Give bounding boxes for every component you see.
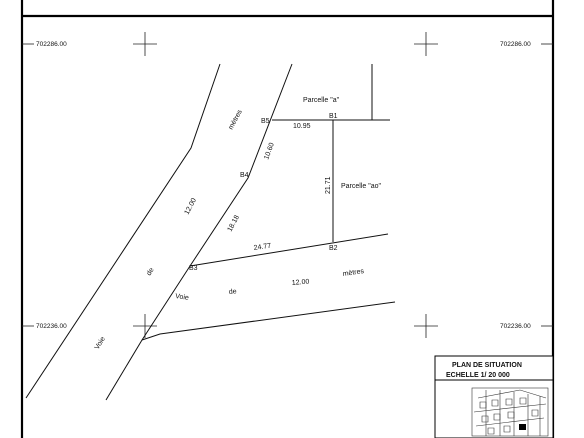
coord-label-south-left: 702236.00 — [36, 323, 67, 330]
road-bottom-unit: mètres — [342, 268, 365, 278]
road-diagonal-right-edge — [105, 63, 293, 401]
distance-b3-b4: 18.18 — [227, 214, 241, 233]
coord-label-south-right: 702236.00 — [500, 323, 531, 330]
road-diagonal-width: 12.00 — [184, 197, 198, 216]
situation-plan-inset: PLAN DE SITUATION ECHELLE 1/ 20 000 — [434, 355, 554, 438]
point-b5: B5 — [261, 118, 270, 125]
inset-title: PLAN DE SITUATION — [452, 362, 522, 369]
point-b4: B4 — [240, 172, 249, 179]
parcel-a-label: Parcelle "a" — [303, 97, 340, 104]
distance-b1-b2: 21.71 — [325, 176, 332, 194]
distance-b4-b5: 10.60 — [263, 142, 276, 161]
road-diagonal-left-edge — [25, 63, 221, 399]
grid-cross-top-left — [133, 32, 157, 56]
road-bottom-width: 12.00 — [292, 278, 310, 287]
inset-mini-map — [471, 387, 549, 437]
coord-label-north-left: 702286.00 — [36, 41, 67, 48]
point-b3: B3 — [189, 265, 198, 272]
road-bottom-de: de — [229, 288, 237, 296]
point-b2: B2 — [329, 245, 338, 252]
grid-cross-bottom-left — [133, 314, 157, 338]
inset-location-marker — [519, 424, 526, 430]
road-bottom-bottom-edge — [141, 301, 396, 341]
road-bottom-voie: Voie — [175, 293, 190, 302]
road-diagonal-unit: mètres — [228, 108, 244, 131]
coord-label-north-right: 702286.00 — [500, 41, 531, 48]
parcel-ao-label: Parcelle "ao" — [341, 183, 382, 190]
road-bottom-top-edge — [189, 233, 389, 267]
grid-cross-bottom-right — [414, 314, 438, 338]
distance-b2-b3: 24.77 — [253, 243, 271, 252]
inset-scale: ECHELLE 1/ 20 000 — [446, 372, 510, 379]
road-diagonal-voie: Voie — [94, 336, 107, 351]
grid-cross-top-right — [414, 32, 438, 56]
road-diagonal-de: de — [146, 267, 156, 277]
distance-b5-b1: 10.95 — [293, 123, 311, 130]
point-b1: B1 — [329, 113, 338, 120]
